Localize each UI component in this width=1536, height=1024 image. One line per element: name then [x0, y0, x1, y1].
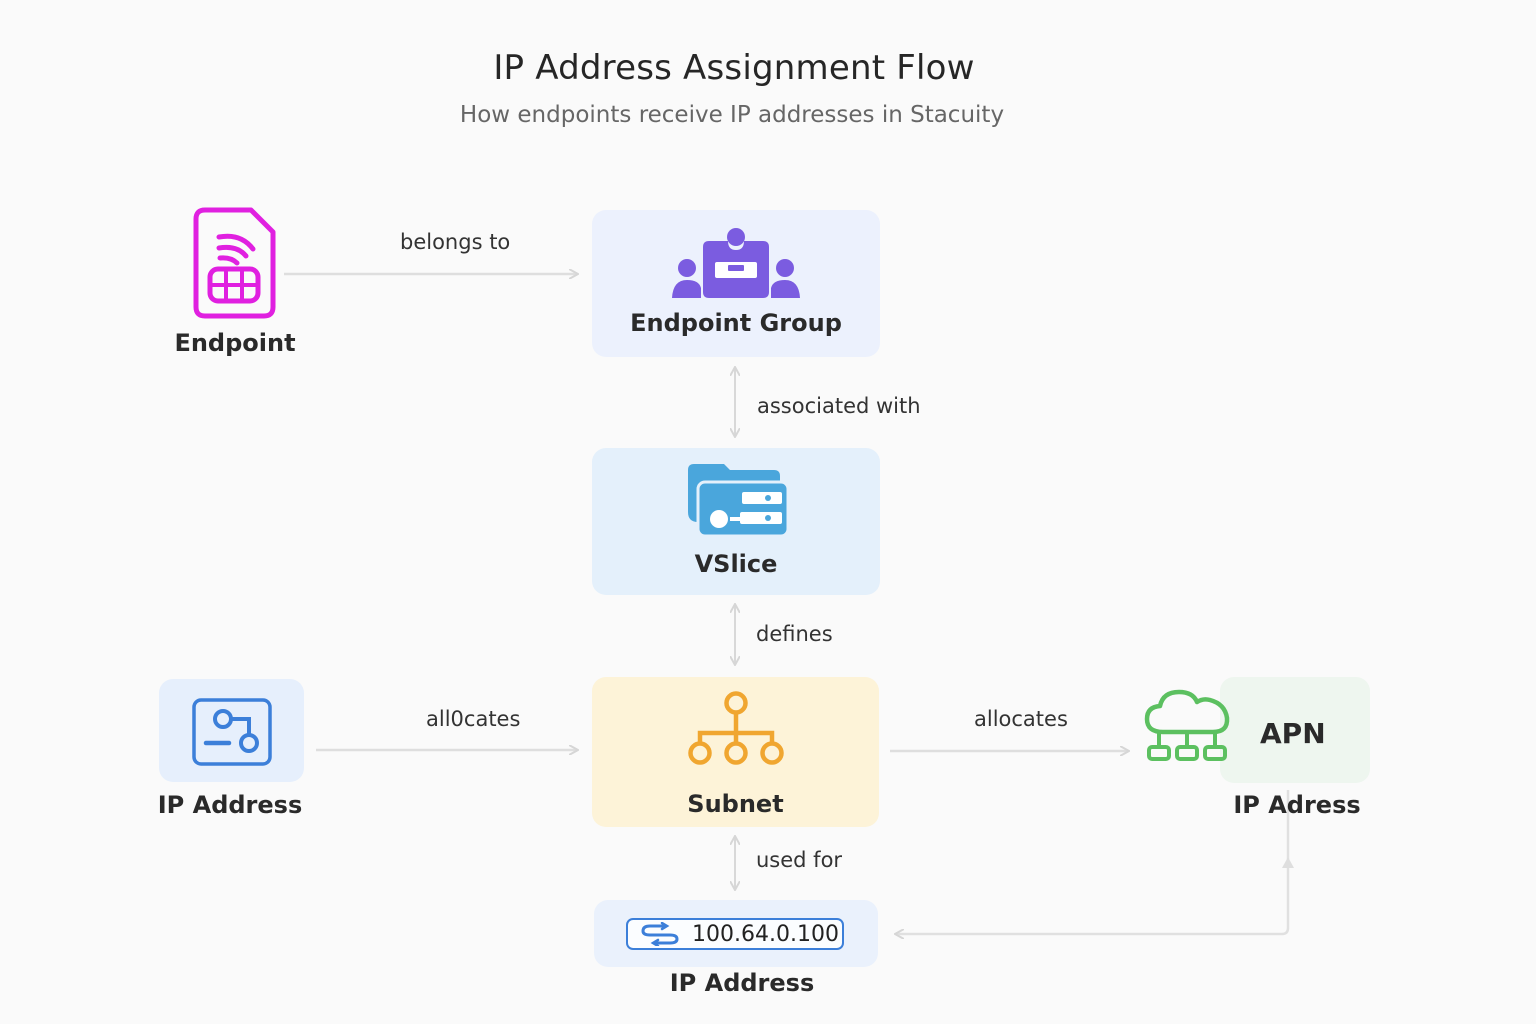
apn-label: APN	[1260, 717, 1326, 750]
node-subnet[interactable]: Subnet	[592, 677, 879, 827]
edge-label-belongs-to: belongs to	[400, 230, 511, 254]
edge-ip-to-apn	[896, 790, 1290, 934]
hierarchy-icon	[688, 691, 784, 765]
ip-value-chip[interactable]: 100.64.0.100	[626, 918, 844, 950]
node-vslice[interactable]: VSlice	[592, 448, 880, 595]
endpoint-label: Endpoint	[174, 329, 296, 357]
subnet-label: Subnet	[687, 790, 784, 818]
ip-route-icon	[192, 698, 272, 766]
diagram-title: IP Address Assignment Flow	[493, 48, 975, 88]
node-endpoint-group[interactable]: Endpoint Group	[592, 210, 880, 357]
edge-label-used-for: used for	[756, 848, 843, 872]
node-endpoint[interactable]: Endpoint	[170, 205, 300, 365]
ip-address-bottom-label: IP Address	[669, 969, 815, 997]
swap-icon	[641, 922, 679, 946]
arrowhead-up	[1282, 857, 1294, 868]
endpoint-group-label: Endpoint Group	[630, 309, 842, 337]
diagram-subtitle: How endpoints receive IP addresses in St…	[459, 102, 1005, 128]
edge-label-associated-with: associated with	[757, 394, 921, 418]
node-ip-address-bottom[interactable]: 100.64.0.100	[594, 900, 878, 967]
vslice-label: VSlice	[694, 550, 778, 578]
group-icon	[672, 228, 800, 298]
apn-sublabel: IP Adress	[1233, 791, 1361, 819]
edge-label-allocates: allocates	[974, 707, 1068, 731]
cloud-network-icon	[1144, 689, 1230, 761]
node-ip-address-left[interactable]	[159, 679, 304, 782]
ip-address-left-label: IP Address	[157, 791, 303, 819]
sim-card-icon	[193, 207, 276, 319]
edge-label-all0cates: all0cates	[426, 707, 521, 731]
node-apn[interactable]: APN	[1220, 677, 1370, 783]
folder-server-icon	[688, 464, 790, 538]
ip-value: 100.64.0.100	[692, 921, 839, 947]
edge-label-defines: defines	[756, 622, 833, 646]
